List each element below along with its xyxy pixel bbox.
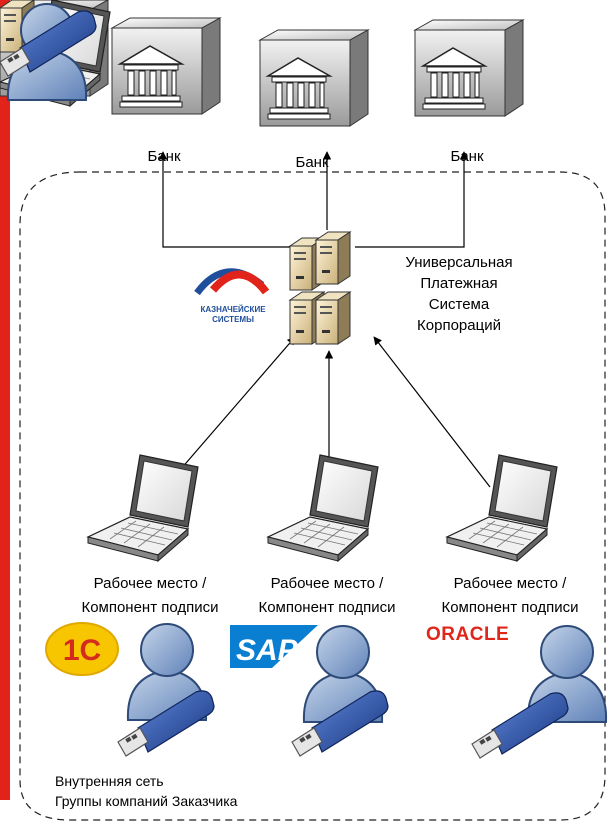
network-label-line-1: Внутренняя сеть [55,773,164,789]
server-label-line-1: Универсальная [405,254,513,271]
workstation-label-3: Рабочее место / Компонент подписи [430,572,590,620]
sap-logo-text: SAP [236,634,299,667]
bank-label-1: Банк [147,148,181,165]
onec-logo-text: 1С [63,634,101,667]
bank-icon-3 [414,19,524,117]
accent-bar [0,0,10,800]
workstation-label-3-line-1: Рабочее место / [453,575,567,592]
oracle-logo: ORACLE [426,624,509,645]
laptop-icon-1 [87,454,199,562]
network-label: Внутренняя сеть Группы компаний Заказчик… [55,771,237,811]
bank-connections [158,151,469,248]
sap-logo: SAP [230,625,318,668]
workstation-label-3-line-2: Компонент подписи [441,599,579,616]
server-label: Универсальная Платежная Система Корпорац… [380,252,538,336]
laptop-icon-2 [267,454,379,562]
workstation-label-2: Рабочее место / Компонент подписи [247,572,407,620]
company-logo-line-1: КАЗНАЧЕЙСКИЕ [200,305,266,314]
workstation-connections [179,336,491,488]
usb-token-icon-3 [471,692,569,759]
workstation-label-1: Рабочее место / Компонент подписи [70,572,230,620]
server-label-line-4: Корпораций [417,317,501,334]
company-logo-text: КАЗНАЧЕЙСКИЕ СИСТЕМЫ [183,305,283,325]
server-label-line-2: Платежная [420,275,498,292]
bank-label-2: Банк [295,154,329,171]
workstation-label-1-line-1: Рабочее место / [93,575,207,592]
workstation-label-2-line-1: Рабочее место / [270,575,384,592]
workstation-label-1-line-2: Компонент подписи [81,599,219,616]
onec-logo: 1С [45,622,119,676]
usb-token-icon [0,10,97,77]
server-label-line-3: Система [428,296,490,313]
bank-icon-1 [111,17,221,115]
network-label-line-2: Группы компаний Заказчика [55,793,238,809]
workstation-label-2-line-2: Компонент подписи [258,599,396,616]
bank-label-3: Банк [450,148,484,165]
company-logo [194,268,270,296]
bank-icon-2 [259,29,369,127]
company-logo-line-2: СИСТЕМЫ [212,315,254,324]
laptop-icon-3 [446,454,558,562]
network-boundary [19,171,606,821]
